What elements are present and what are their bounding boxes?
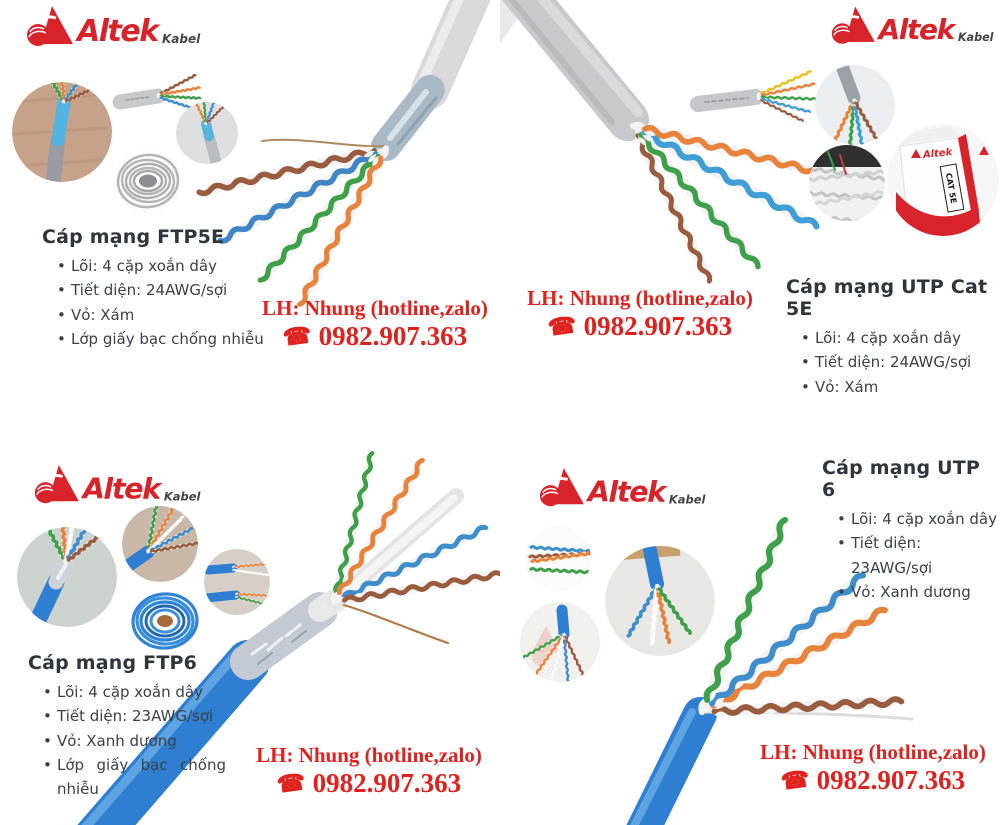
phone-number: 0982.907.363: [583, 311, 733, 342]
drain-wire: [261, 138, 387, 148]
phone-number: 0982.907.363: [312, 768, 462, 799]
brand-name-text: Altek: [81, 471, 163, 505]
thumb-cable-pile: [809, 145, 885, 221]
spec-item: Tiết diện: 23AWG/sợi: [43, 704, 226, 729]
phone-number: 0982.907.363: [318, 321, 468, 352]
thumb-two-cables: [204, 549, 270, 615]
brand-suffix-text: Kabel: [164, 489, 202, 503]
contact-line: LH: Nhung (hotline,zalo): [262, 296, 488, 320]
product-info: Cáp mạng FTP5E Lõi: 4 cặp xoắn dây Tiết …: [42, 226, 282, 351]
thumb-ftp6-beige: [122, 506, 198, 582]
spec-list: Lõi: 4 cặp xoắn dây Tiết diện: 23AWG/sợi…: [822, 507, 998, 604]
main-cable-utp5e: [501, 0, 824, 282]
product-title: Cáp mạng FTP5E: [42, 226, 225, 248]
thumb-cable-piece: [112, 73, 202, 112]
spec-item: Tiết diện: 23AWG/sợi: [837, 531, 998, 580]
spec-item: Lớp giấy bạc chống nhiễu: [43, 753, 226, 802]
brand-name-text: Altek: [586, 474, 668, 508]
contact-block: LH: Nhung (hotline,zalo) ☎0982.907.363: [508, 286, 772, 343]
product-info: Cáp mạng UTP Cat 5E Lõi: 4 cặp xoắn dây …: [786, 276, 998, 399]
main-cable-ftp5e: [199, 0, 491, 305]
product-photo-ftp5e: [12, 0, 491, 413]
brand-logo-icon: [538, 467, 584, 507]
brand-logo: Altek Kabel: [538, 467, 707, 508]
phone-icon: ☎: [546, 311, 579, 341]
brand-suffix-text: Kabel: [958, 31, 994, 44]
brand-logo-icon: [33, 464, 79, 504]
product-panel-ftp6: Altek Kabel Cáp mạng FTP6 Lõi: 4 cặp xoắ…: [0, 412, 500, 825]
phone-icon: ☎: [275, 768, 308, 798]
phone-icon: ☎: [779, 765, 812, 795]
thumb-blue-coil: [127, 583, 203, 659]
contact-line: LH: Nhung (hotline,zalo): [256, 743, 482, 767]
product-panel-ftp5e: Altek Kabel Cáp mạng FTP5E Lõi: 4 cặp xo…: [0, 0, 500, 413]
drain-wire: [332, 600, 450, 645]
thumb-gray-coil: [114, 147, 182, 215]
contact-block: LH: Nhung (hotline,zalo) ☎0982.907.363: [250, 296, 500, 353]
spec-item: Lõi: 4 cặp xoắn dây: [57, 254, 282, 279]
spec-item: Vỏ: Xám: [801, 375, 998, 400]
box-brand-text: Altek: [921, 147, 954, 161]
brand-name-text: Altek: [877, 13, 958, 46]
phone-icon: ☎: [281, 321, 314, 351]
contact-block: LH: Nhung (hotline,zalo) ☎0982.907.363: [243, 743, 495, 800]
product-info: Cáp mạng UTP 6 Lõi: 4 cặp xoắn dây Tiết …: [822, 457, 998, 604]
contact-line: LH: Nhung (hotline,zalo): [527, 286, 753, 310]
product-panel-utp-cat5e: Altek CAT 5E Altek Kabel Cáp mạng UTP Ca…: [500, 0, 1000, 413]
product-photo-utp-cat5e: Altek CAT 5E: [500, 0, 999, 413]
spec-item: Vỏ: Xám: [57, 303, 282, 328]
thumb-pairs: [525, 526, 591, 592]
brand-name-text: Altek: [75, 14, 161, 49]
product-info: Cáp mạng FTP6 Lõi: 4 cặp xoắn dây Tiết d…: [28, 652, 226, 801]
thumb-ftp6-closeup: [17, 527, 117, 627]
spec-list: Lõi: 4 cặp xoắn dây Tiết diện: 24AWG/sợi…: [786, 326, 998, 399]
product-panel-utp6: Altek Kabel Cáp mạng UTP 6 Lõi: 4 cặp xo…: [500, 412, 1000, 825]
contact-line: LH: Nhung (hotline,zalo): [760, 740, 986, 764]
thumb-cable-watermark: [520, 602, 600, 682]
product-photo-utp6: [520, 412, 914, 825]
thumb-cable-closeup-gray: [176, 102, 238, 164]
spec-item: Lõi: 4 cặp xoắn dây: [837, 507, 998, 532]
spec-item: Lõi: 4 cặp xoắn dây: [43, 680, 226, 705]
spec-item: Tiết diện: 24AWG/sợi: [801, 350, 998, 375]
phone-number: 0982.907.363: [816, 765, 966, 796]
spec-list: Lõi: 4 cặp xoắn dây Tiết diện: 23AWG/sợi…: [28, 680, 226, 801]
brand-logo-icon: [830, 6, 875, 44]
spec-item: Lõi: 4 cặp xoắn dây: [801, 326, 998, 351]
brand-logo: Altek Kabel: [33, 464, 202, 505]
twisted-pair-orange: [632, 124, 823, 176]
spec-list: Lõi: 4 cặp xoắn dây Tiết diện: 24AWG/sợi…: [42, 254, 282, 351]
product-title: Cáp mạng UTP Cat 5E: [786, 276, 988, 320]
product-title: Cáp mạng FTP6: [28, 652, 198, 674]
brand-suffix-text: Kabel: [669, 492, 707, 506]
thumb-cable-closeup-wood: [12, 82, 112, 182]
thumb-utp6-closeup: [605, 546, 715, 656]
thumb-cable-closeup: [815, 65, 895, 145]
brand-suffix-text: Kabel: [162, 32, 201, 46]
brand-logo: Altek Kabel: [830, 6, 994, 46]
contact-block: LH: Nhung (hotline,zalo) ☎0982.907.363: [748, 740, 998, 797]
product-title: Cáp mạng UTP 6: [822, 457, 981, 501]
brand-logo: Altek Kabel: [25, 6, 201, 49]
spec-item: Vỏ: Xanh dương: [43, 729, 226, 754]
spec-item: Lớp giấy bạc chống nhiễu: [57, 327, 282, 352]
thumb-product-box: Altek CAT 5E: [887, 124, 999, 236]
spec-item: Tiết diện: 24AWG/sợi: [57, 278, 282, 303]
thumb-cable-piece: [690, 69, 817, 123]
spec-item: Vỏ: Xanh dương: [837, 580, 998, 605]
main-cable-utp6: [626, 519, 914, 825]
brand-logo-icon: [25, 6, 73, 46]
